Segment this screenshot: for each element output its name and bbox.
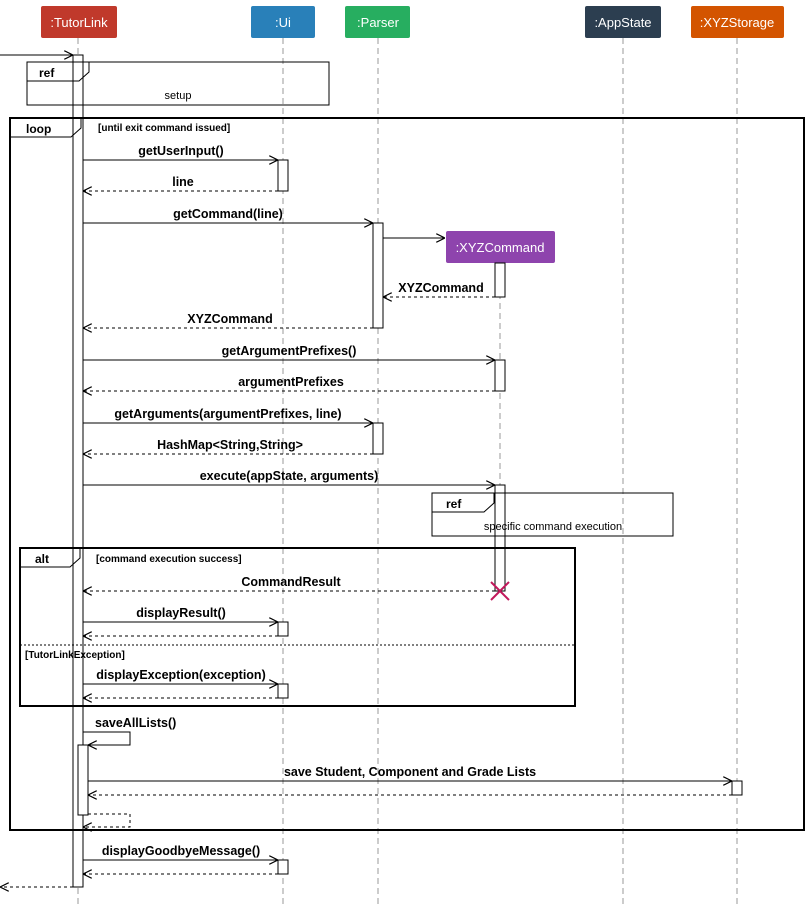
participant-box xyxy=(345,6,410,38)
message-label: displayGoodbyeMessage() xyxy=(102,844,260,858)
frame-tag-shape xyxy=(9,117,82,138)
activation-ui-goodbye xyxy=(277,859,289,875)
participant-xyzcommand: :XYZCommand xyxy=(446,231,555,263)
frame-tag-shape xyxy=(431,492,495,513)
message-label: save Student, Component and Grade Lists xyxy=(284,765,536,779)
activation-xyzcommand-prefixes xyxy=(494,359,506,392)
return-label: HashMap<String,String> xyxy=(157,438,303,452)
frame-tag-shape xyxy=(19,547,81,568)
participant-label: :Parser xyxy=(357,15,400,30)
activation-parser-command xyxy=(372,222,384,329)
participant-box xyxy=(251,6,315,38)
frame-tag: ref xyxy=(39,66,55,80)
activation-tutorlink-save xyxy=(77,744,89,816)
activation-ui-input xyxy=(277,159,289,192)
return-label: argumentPrefixes xyxy=(238,375,344,389)
message-label: getArgumentPrefixes() xyxy=(222,344,357,358)
message-label: displayException(exception) xyxy=(96,668,265,682)
participant-label: :AppState xyxy=(594,15,651,30)
message-label: getArguments(argumentPrefixes, line) xyxy=(114,407,341,421)
return-label: CommandResult xyxy=(241,575,341,589)
message-label: getUserInput() xyxy=(138,144,223,158)
destroy-marker xyxy=(490,581,510,601)
activation-ui-result xyxy=(277,621,289,637)
return-label: XYZCommand xyxy=(398,281,483,295)
participant-label: :TutorLink xyxy=(50,15,108,30)
participant-tutorlink: :TutorLink xyxy=(41,6,117,38)
activation-xyzstorage xyxy=(731,780,743,796)
frame-box xyxy=(19,547,576,707)
activation-parser-arguments xyxy=(372,422,384,455)
participant-box xyxy=(41,6,117,38)
frame-guard: [until exit command issued] xyxy=(98,123,230,134)
alt-frame: alt [command execution success] [TutorLi… xyxy=(19,547,576,707)
self-message-arrow xyxy=(83,731,131,745)
participant-label: :XYZStorage xyxy=(700,15,774,30)
frame-tag: ref xyxy=(446,497,462,511)
participant-label: :Ui xyxy=(275,15,291,30)
frame-else-guard: [TutorLinkException] xyxy=(25,650,125,661)
activation-ui-exception xyxy=(277,683,289,699)
ref-setup-frame: ref setup xyxy=(26,61,330,106)
ref-specific-frame: ref specific command execution xyxy=(431,492,674,537)
participant-parser: :Parser xyxy=(345,6,410,38)
activation-tutorlink xyxy=(72,54,84,888)
frame-box xyxy=(26,61,330,106)
loop-frame: loop [until exit command issued] xyxy=(9,117,805,831)
frame-text: specific command execution xyxy=(484,521,622,533)
message-label: execute(appState, arguments) xyxy=(200,469,379,483)
frame-tag: loop xyxy=(26,122,51,136)
participant-label: :XYZCommand xyxy=(456,240,545,255)
return-label: XYZCommand xyxy=(187,312,272,326)
frame-tag-shape xyxy=(26,61,90,82)
self-return-arrow xyxy=(84,813,131,827)
frame-guard: [command execution success] xyxy=(96,554,242,565)
frame-text: setup xyxy=(165,90,192,102)
frame-box xyxy=(9,117,805,831)
frame-tag: alt xyxy=(35,552,49,566)
participant-box xyxy=(691,6,784,38)
return-label: line xyxy=(172,175,194,189)
message-label: saveAllLists() xyxy=(95,716,176,730)
participant-box xyxy=(446,231,555,263)
activation-xyzcommand-create xyxy=(494,262,506,298)
message-label: displayResult() xyxy=(136,606,226,620)
activation-xyzcommand-execute xyxy=(494,484,506,592)
frame-box xyxy=(431,492,674,537)
participant-ui: :Ui xyxy=(251,6,315,38)
participant-box xyxy=(585,6,661,38)
participant-xyzstorage: :XYZStorage xyxy=(691,6,784,38)
participant-appstate: :AppState xyxy=(585,6,661,38)
message-label: getCommand(line) xyxy=(173,207,283,221)
